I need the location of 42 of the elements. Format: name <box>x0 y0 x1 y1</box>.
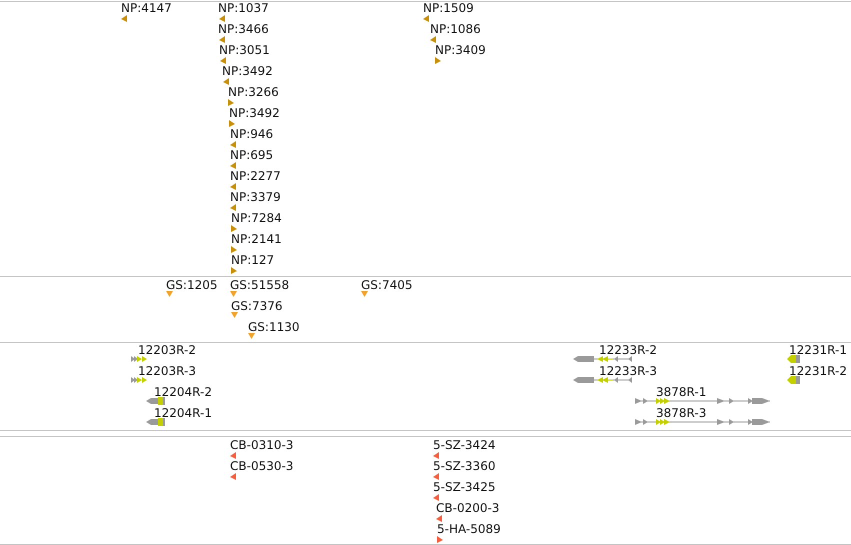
feature-label: 5-SZ-3360 <box>433 459 496 473</box>
feature-label: NP:3492 <box>222 64 273 78</box>
feature-label: 5-SZ-3424 <box>433 438 496 452</box>
feature-label: 12233R-2 <box>599 343 657 357</box>
feature-label: GS:51558 <box>230 278 290 292</box>
feature-label: CB-0310-3 <box>230 438 294 452</box>
track-band <box>0 342 851 431</box>
feature-label: 5-HA-5089 <box>437 522 501 536</box>
feature-label: NP:1509 <box>423 1 474 15</box>
feature-label: NP:3466 <box>218 22 269 36</box>
feature-label: CB-0530-3 <box>230 459 294 473</box>
feature-label: NP:3409 <box>435 43 486 57</box>
feature-label: NP:2277 <box>230 169 281 183</box>
feature-label: 12233R-3 <box>599 364 657 378</box>
feature-label: NP:1086 <box>430 22 481 36</box>
feature-label: 12231R-1 <box>789 343 847 357</box>
feature-label: 12204R-2 <box>154 385 212 399</box>
feature-label: NP:127 <box>231 253 274 267</box>
feature-label: GS:7405 <box>361 278 412 292</box>
feature-label: NP:695 <box>230 148 274 162</box>
feature-label: NP:1037 <box>218 1 269 15</box>
feature-label: NP:3051 <box>219 43 270 57</box>
feature-label: GS:1205 <box>166 278 218 292</box>
feature-label: 12203R-2 <box>138 343 196 357</box>
feature-label: GS:7376 <box>231 299 282 313</box>
feature-label: NP:7284 <box>231 211 282 225</box>
track-band <box>0 436 851 545</box>
feature-label: 3878R-1 <box>656 385 706 399</box>
feature-label: 12203R-3 <box>138 364 196 378</box>
feature-label: 12231R-2 <box>789 364 847 378</box>
feature-label: NP:3379 <box>230 190 281 204</box>
feature-label: GS:1130 <box>248 320 300 334</box>
feature-label: NP:946 <box>230 127 274 141</box>
feature-label: NP:2141 <box>231 232 282 246</box>
feature-label: NP:4147 <box>121 1 172 15</box>
feature-label: CB-0200-3 <box>436 501 500 515</box>
feature-label: NP:3492 <box>229 106 280 120</box>
track-band <box>0 1 851 276</box>
feature-label: 3878R-3 <box>656 406 706 420</box>
feature-label: 12204R-1 <box>154 406 212 420</box>
feature-label: NP:3266 <box>228 85 279 99</box>
feature-label: 5-SZ-3425 <box>433 480 496 494</box>
